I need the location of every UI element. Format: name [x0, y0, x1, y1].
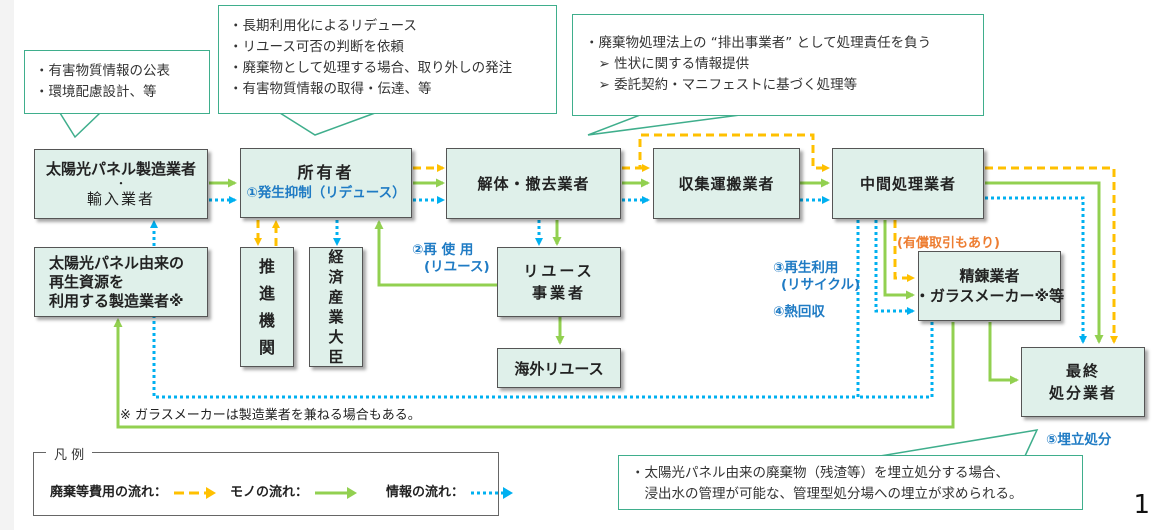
heat-recovery-label: ④熱回収 — [773, 304, 825, 320]
callout-tail-owner — [279, 112, 376, 136]
callout-discharger-duties: ・廃棄物処理法上の “排出事業者” として処理責任を負う ➢ 性状に関する情報提… — [572, 14, 984, 116]
callout-line: ・長期利用化によるリデュース — [229, 18, 417, 34]
node-label: ・ — [115, 177, 127, 190]
node-label: 経 — [328, 248, 344, 266]
goods-flow-refiner-final — [988, 322, 1019, 385]
page-number: 1 — [1133, 490, 1150, 520]
node-label: 中間処理業者 — [859, 175, 956, 193]
node-meti-minister: 経 済 産 業 大 臣 — [309, 247, 363, 367]
legend-title: 凡 例 — [46, 444, 93, 463]
legend-label: 情報の流れ： — [386, 485, 465, 500]
recycle-label: ③再生利用 (リサイクル) — [773, 260, 860, 294]
node-recycled-resource-manufacturer: 太陽光パネル由来の 再生資源を 利用する製造業者※ — [34, 247, 208, 317]
landfill-label: ⑤埋立処分 — [1046, 432, 1112, 448]
reuse-label-line: (リユース) — [424, 259, 490, 275]
callout-line: ・廃棄物として処理する場合、取り外しの発注 — [229, 60, 513, 76]
cost-flow-dismantler-intermediate — [635, 133, 830, 172]
info-flow-refiner-down — [858, 322, 934, 399]
legend-goods-arrow-icon — [314, 486, 357, 499]
node-label: 太陽光パネル製造業者 — [45, 160, 196, 178]
node-collector-transporter: 収集運搬業者 — [653, 148, 800, 219]
cost-flow-intermediate-final — [985, 166, 1118, 344]
recycle-label-line: ③再生利用 — [773, 260, 839, 276]
node-label: 太陽光パネル由来の — [49, 253, 185, 272]
node-owner: 所有者 ①発生抑制（リデュース） — [240, 148, 412, 218]
node-label: 再生資源を — [49, 272, 125, 291]
node-label: 海外リユース — [514, 359, 604, 378]
node-label: 済 — [328, 268, 344, 286]
reduce-label: ①発生抑制（リデュース） — [246, 185, 406, 201]
goods-flow-refiner-recycled-manufacturer — [113, 318, 955, 429]
node-label: 事業者 — [531, 284, 586, 302]
node-promotion-agency: 推 進 機 関 — [240, 247, 294, 367]
callout-landfill-requirements: ・太陽光パネル由来の廃棄物（残渣等）を埋立処分する場合、 浸出水の管理が可能な、… — [618, 455, 1083, 510]
callout-line: ➢ 性状に関する情報提供 — [585, 56, 750, 72]
callout-tail-manufacturer — [59, 112, 101, 139]
goods-flow-intermediate-final — [985, 181, 1104, 344]
node-label: 産 — [328, 288, 344, 306]
node-label: 関 — [258, 338, 275, 357]
node-label: 収集運搬業者 — [678, 175, 775, 193]
node-overseas-reuse: 海外リユース — [497, 348, 621, 388]
legend-label: モノの流れ： — [230, 485, 309, 500]
node-label: 利用する製造業者※ — [49, 291, 184, 310]
legend-item-cost: 廃棄等費用の流れ： — [50, 481, 218, 500]
callout-owner-duties: ・長期利用化によるリデュース ・リユース可否の判断を依頼 ・廃棄物として処理する… — [218, 5, 557, 114]
node-label: 大 — [328, 328, 344, 346]
callout-tail-landfill — [879, 429, 1039, 457]
node-final-disposal: 最終 処分業者 — [1021, 347, 1145, 417]
node-label: 業 — [328, 308, 344, 326]
reuse-label: ②再 使 用 (リユース) — [412, 242, 490, 276]
node-label: 推 — [258, 257, 275, 276]
node-label: 所有者 — [297, 163, 355, 182]
cost-flow-intermediate-refiner — [893, 220, 915, 282]
callout-tail-discharger — [587, 114, 741, 136]
node-refiner-glass-maker: 精錬業者 ・ガラスメーカー※等 — [914, 251, 1065, 321]
paid-transaction-label: (有償取引もあり) — [897, 236, 1000, 251]
node-label: 処分業者 — [1048, 384, 1117, 402]
callout-manufacturer-duties: ・有害物質情報の公表 ・環境配慮設計、等 — [24, 50, 210, 114]
node-label: 機 — [258, 311, 275, 330]
node-reuse-business: リユース 事業者 — [497, 247, 621, 317]
node-panel-manufacturer-importer: 太陽光パネル製造業者 ・ 輸入業者 — [34, 149, 208, 219]
callout-line: ・有害物質情報の公表 — [35, 63, 170, 79]
info-flow-intermediate-final — [985, 196, 1087, 344]
callout-line: ➢ 委託契約・マニフェストに基づく処理等 — [585, 77, 858, 93]
node-label: 輸入業者 — [86, 190, 155, 208]
legend-label: 廃棄等費用の流れ： — [50, 485, 168, 500]
callout-line: ・廃棄物処理法上の “排出事業者” として処理責任を負う — [585, 35, 932, 51]
callout-line: ・有害物質情報の取得・伝達、等 — [229, 81, 432, 97]
info-flow-intermediate-refiner — [874, 220, 915, 315]
callout-line: ・太陽光パネル由来の廃棄物（残渣等）を埋立処分する場合、 — [631, 465, 1009, 481]
node-intermediate-processor: 中間処理業者 — [832, 148, 984, 219]
node-label: リユース — [523, 262, 595, 280]
node-label: 精錬業者 — [959, 267, 1020, 285]
left-margin-bar — [0, 0, 14, 530]
node-label: 解体・撤去業者 — [477, 175, 590, 193]
node-label: 最終 — [1065, 362, 1100, 380]
node-dismantler: 解体・撤去業者 — [446, 148, 621, 219]
legend-item-goods: モノの流れ： — [230, 481, 359, 500]
recycle-label-line: (リサイクル) — [781, 277, 861, 293]
node-label: 進 — [258, 284, 275, 303]
callout-line: 浸出水の管理が可能な、管理型処分場への埋立が求められる。 — [631, 486, 1023, 502]
node-label: 臣 — [328, 348, 344, 366]
goods-flow-reuse-owner — [374, 220, 497, 287]
callout-line: ・リユース可否の判断を依頼 — [229, 39, 404, 55]
legend-cost-arrow-icon — [173, 486, 216, 499]
reuse-label-line: ②再 使 用 — [412, 242, 474, 258]
node-label: ・ガラスメーカー※等 — [914, 287, 1065, 305]
goods-flow-intermediate-refiner — [883, 220, 915, 300]
callout-line: ・環境配慮設計、等 — [35, 84, 157, 100]
legend-item-info: 情報の流れ： — [386, 481, 515, 500]
legend: 凡 例 廃棄等費用の流れ： モノの流れ： 情報の流れ： — [33, 444, 513, 516]
legend-info-arrow-icon — [470, 486, 513, 499]
glass-maker-footnote: ※ ガラスメーカーは製造業者を兼ねる場合もある。 — [120, 408, 421, 423]
